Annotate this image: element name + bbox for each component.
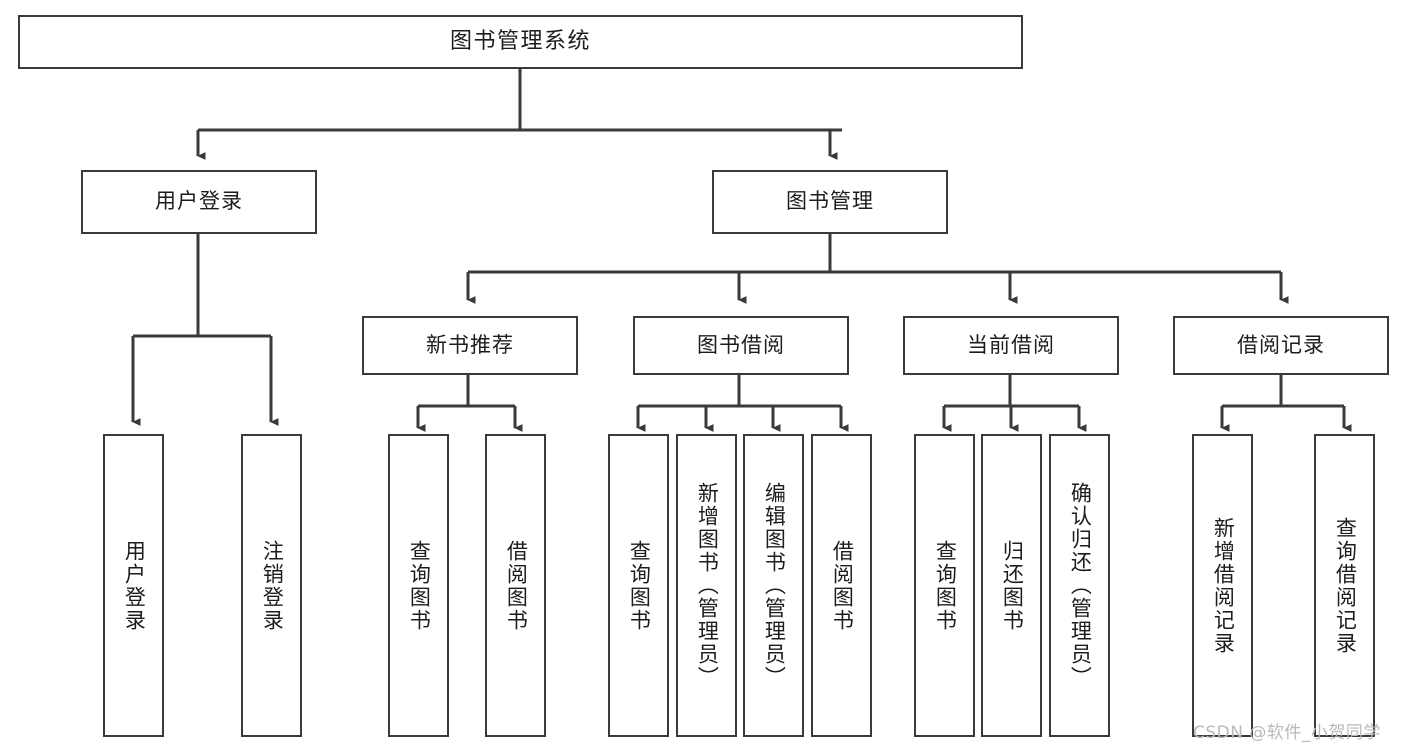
node-leaf-query-book-1-label: 查询图书 xyxy=(407,539,432,632)
node-borrow-record-label: 借阅记录 xyxy=(1237,332,1325,357)
node-user-login-label: 用户登录 xyxy=(155,189,243,214)
node-leaf-query-record-label: 查询借阅记录 xyxy=(1333,516,1358,655)
node-leaf-user-login[interactable]: 用户登录 xyxy=(103,434,164,737)
node-leaf-confirm-return-label: 确认归还（管理员） xyxy=(1068,482,1093,689)
node-book-manage[interactable]: 图书管理 xyxy=(712,170,948,234)
node-leaf-borrow-book-1[interactable]: 借阅图书 xyxy=(485,434,546,737)
node-leaf-user-logout[interactable]: 注销登录 xyxy=(241,434,302,737)
node-current-borrow[interactable]: 当前借阅 xyxy=(903,316,1119,375)
node-root-label: 图书管理系统 xyxy=(449,28,591,54)
node-leaf-add-record-label: 新增借阅记录 xyxy=(1211,516,1236,655)
node-leaf-borrow-book-2[interactable]: 借阅图书 xyxy=(811,434,872,737)
node-new-book-recommend-label: 新书推荐 xyxy=(426,332,514,357)
node-leaf-query-book-2-label: 查询图书 xyxy=(627,539,652,632)
node-leaf-confirm-return[interactable]: 确认归还（管理员） xyxy=(1049,434,1110,737)
node-leaf-return-book-label: 归还图书 xyxy=(1000,539,1025,632)
node-leaf-return-book[interactable]: 归还图书 xyxy=(981,434,1042,737)
node-leaf-edit-book-label: 编辑图书（管理员） xyxy=(762,482,787,689)
node-user-login[interactable]: 用户登录 xyxy=(81,170,317,234)
node-leaf-query-book-3-label: 查询图书 xyxy=(933,539,958,632)
node-leaf-add-book-label: 新增图书（管理员） xyxy=(695,482,720,689)
node-leaf-query-book-3[interactable]: 查询图书 xyxy=(914,434,975,737)
node-leaf-query-record[interactable]: 查询借阅记录 xyxy=(1314,434,1375,737)
node-leaf-user-login-label: 用户登录 xyxy=(122,539,147,632)
node-book-borrow[interactable]: 图书借阅 xyxy=(633,316,849,375)
node-leaf-edit-book[interactable]: 编辑图书（管理员） xyxy=(743,434,804,737)
node-borrow-record[interactable]: 借阅记录 xyxy=(1173,316,1389,375)
node-leaf-query-book-2[interactable]: 查询图书 xyxy=(608,434,669,737)
node-leaf-add-record[interactable]: 新增借阅记录 xyxy=(1192,434,1253,737)
node-new-book-recommend[interactable]: 新书推荐 xyxy=(362,316,578,375)
node-root[interactable]: 图书管理系统 xyxy=(18,15,1023,69)
node-current-borrow-label: 当前借阅 xyxy=(967,332,1055,357)
node-leaf-borrow-book-1-label: 借阅图书 xyxy=(504,539,529,632)
node-leaf-borrow-book-2-label: 借阅图书 xyxy=(830,539,855,632)
node-leaf-add-book[interactable]: 新增图书（管理员） xyxy=(676,434,737,737)
node-leaf-query-book-1[interactable]: 查询图书 xyxy=(388,434,449,737)
node-book-manage-label: 图书管理 xyxy=(786,189,874,214)
node-book-borrow-label: 图书借阅 xyxy=(697,332,785,357)
node-leaf-user-logout-label: 注销登录 xyxy=(260,539,285,632)
